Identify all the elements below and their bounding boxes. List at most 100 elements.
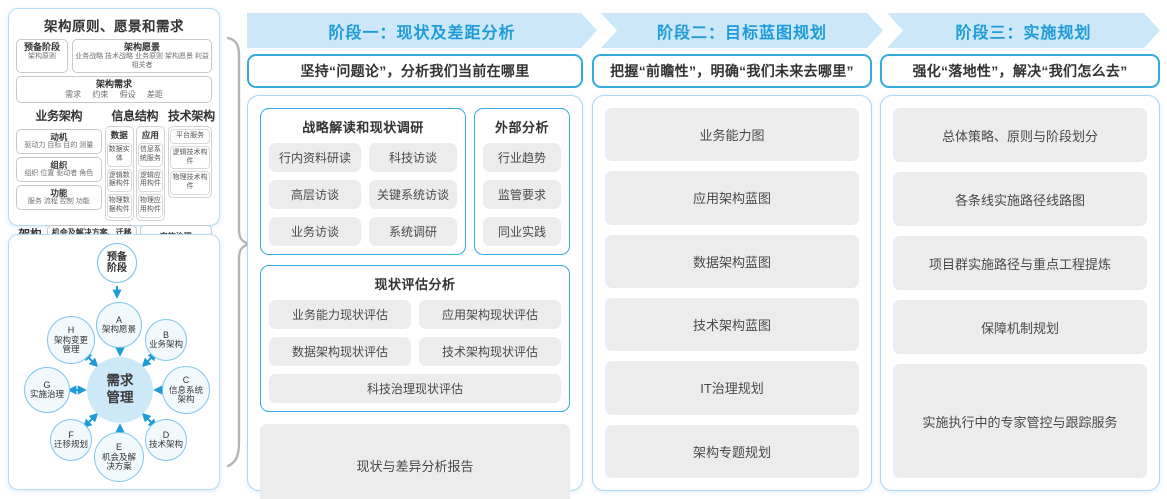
phase3-deliverable: 项目群实施路径与重点工程提炼 xyxy=(893,236,1147,291)
architecture-framework-panel: 架构原则、愿景和需求 预备阶段 架构原则 架构愿景 业务战略 技术战略 业务原则… xyxy=(8,8,220,260)
data-header: 数据 xyxy=(110,130,128,141)
prep-phase-sub: 架构原则 xyxy=(28,52,56,60)
application-header: 应用 xyxy=(141,130,159,141)
research-item: 科技访谈 xyxy=(369,143,457,172)
vision-sub: 业务战略 技术战略 业务原则 架构愿景 利益相关者 xyxy=(75,52,209,69)
requirements-box: 架构需求 需求 约束 假设 差距 xyxy=(16,76,212,104)
phase2-deliverable: 业务能力图 xyxy=(605,108,859,162)
cycle-center-label: 需求管理 xyxy=(106,373,134,405)
gap-analysis-report-box: 现状与差异分析报告 xyxy=(260,424,570,499)
assessment-item: 业务能力现状评估 xyxy=(269,300,411,329)
node-g-id: G xyxy=(43,380,51,391)
node-f-id: F xyxy=(68,430,74,441)
organization-sub: 组织 位置 驱动者 角色 xyxy=(24,170,94,178)
cycle-node-h: H 架构变更管理 xyxy=(47,316,95,364)
external-analysis-group: 外部分析 行业趋势 监管要求 同业实践 xyxy=(474,108,570,255)
phase1-header-label: 阶段一：现状及差距分析 xyxy=(328,24,516,42)
cycle-node-d: D 技术架构 xyxy=(145,419,187,461)
information-structure-column: 信息结构 数据 数据实体 逻辑数据构件 物理数据构件 应用 信息系统服务 逻辑应… xyxy=(104,107,165,221)
research-items-grid: 行内资料研读 科技访谈 高层访谈 关键系统访谈 业务访谈 系统调研 xyxy=(269,143,457,246)
application-subcolumn: 应用 信息系统服务 逻辑应用构件 物理应用构件 xyxy=(135,126,165,221)
research-item: 系统调研 xyxy=(369,217,457,246)
motivation-title: 动机 xyxy=(50,132,68,143)
data-item: 物理数据构件 xyxy=(106,194,132,218)
phase1-top-row: 战略解读和现状调研 行内资料研读 科技访谈 高层访谈 关键系统访谈 业务访谈 系… xyxy=(260,108,570,255)
phase1-subtitle-box: 坚持“问题论”，分析我们当前在哪里 xyxy=(247,54,583,88)
phase3-header-arrow: 阶段三：实施规划 xyxy=(887,13,1160,48)
assessment-group: 现状评估分析 业务能力现状评估 应用架构现状评估 数据架构现状评估 技术架构现状… xyxy=(260,265,570,412)
node-f-label: 迁移规划 xyxy=(53,439,88,450)
external-item: 同业实践 xyxy=(483,217,561,246)
cycle-node-c: C 信息系统架构 xyxy=(162,366,210,414)
phase3-deliverable: 实施执行中的专家管控与跟踪服务 xyxy=(893,364,1147,478)
requirements-sub: 需求 约束 假设 差距 xyxy=(65,90,163,100)
phase3-subtitle-box: 强化“落地性”，解决“我们怎么去” xyxy=(880,54,1160,88)
technology-item: 逻辑技术构件 xyxy=(170,145,210,170)
research-group: 战略解读和现状调研 行内资料研读 科技访谈 高层访谈 关键系统访谈 业务访谈 系… xyxy=(260,108,466,255)
node-h-label: 架构变更管理 xyxy=(53,334,88,355)
phase3-content-panel: 总体策略、原则与阶段划分 各条线实施路径线路图 项目群实施路径与重点工程提炼 保… xyxy=(880,95,1160,491)
node-g-label: 实施治理 xyxy=(29,389,64,400)
phase3-deliverable: 各条线实施路径线路图 xyxy=(893,172,1147,227)
node-e-id: E xyxy=(115,442,122,453)
cycle-prep-label: 预备阶段 xyxy=(107,251,127,274)
assessment-item: 技术架构现状评估 xyxy=(419,337,561,366)
data-item: 逻辑数据构件 xyxy=(106,168,132,193)
application-item: 逻辑应用构件 xyxy=(137,168,163,193)
assessment-item: 科技治理现状评估 xyxy=(269,374,561,403)
technology-architecture-header: 技术架构 xyxy=(168,109,215,124)
node-a-label: 架构愿景 xyxy=(101,324,136,335)
cycle-center-node: 需求管理 xyxy=(87,357,153,423)
technology-item: 物理技术构件 xyxy=(170,171,210,195)
assessment-item: 应用架构现状评估 xyxy=(419,300,561,329)
node-a-id: A xyxy=(115,315,122,326)
phase3-header-label: 阶段三：实施规划 xyxy=(955,24,1092,42)
organization-box: 组织 组织 位置 驱动者 角色 xyxy=(16,157,102,182)
data-subcolumn: 数据 数据实体 逻辑数据构件 物理数据构件 xyxy=(104,126,134,221)
external-item: 行业趋势 xyxy=(483,143,561,172)
framework-row-top: 预备阶段 架构原则 架构愿景 业务战略 技术战略 业务原则 架构愿景 利益相关者 xyxy=(16,39,212,74)
function-box: 功能 服务 流程 控制 功能 xyxy=(16,184,102,210)
phase2-content-panel: 业务能力图 应用架构蓝图 数据架构蓝图 技术架构蓝图 IT治理规划 架构专题规划 xyxy=(592,95,872,491)
vision-title: 架构愿景 xyxy=(123,42,160,52)
phase1-header-arrow: 阶段一：现状及差距分析 xyxy=(247,13,597,48)
phase3-deliverable: 保障机制规划 xyxy=(893,300,1147,355)
node-b-label: 业务架构 xyxy=(148,339,183,350)
organization-title: 组织 xyxy=(50,160,68,171)
assessment-item: 数据架构现状评估 xyxy=(269,337,411,366)
assessment-items-grid: 业务能力现状评估 应用架构现状评估 数据架构现状评估 技术架构现状评估 科技治理… xyxy=(269,300,561,403)
information-structure-header: 信息结构 xyxy=(111,109,159,124)
phase2-deliverable: 应用架构蓝图 xyxy=(605,171,859,225)
motivation-sub: 驱动力 目标 目的 测量 xyxy=(24,142,94,150)
motivation-box: 动机 驱动力 目标 目的 测量 xyxy=(16,129,102,155)
node-d-id: D xyxy=(162,430,170,441)
cycle-prep-phase-node: 预备阶段 xyxy=(97,243,137,283)
cycle-node-e: E 机会及解决方案 xyxy=(94,432,144,482)
assessment-group-title: 现状评估分析 xyxy=(374,277,456,292)
vision-box: 架构愿景 业务战略 技术战略 业务原则 架构愿景 利益相关者 xyxy=(72,39,212,74)
phase2-deliverable: 架构专题规划 xyxy=(605,424,859,478)
information-subcolumns: 数据 数据实体 逻辑数据构件 物理数据构件 应用 信息系统服务 逻辑应用构件 物… xyxy=(104,126,165,221)
research-item: 关键系统访谈 xyxy=(369,180,457,209)
technology-item: 平台服务 xyxy=(170,129,210,144)
business-architecture-header: 业务架构 xyxy=(35,109,83,124)
node-e-label: 机会及解决方案 xyxy=(101,451,136,472)
requirements-title: 架构需求 xyxy=(95,79,132,90)
external-item: 监管要求 xyxy=(483,180,561,209)
framework-columns: 业务架构 动机 驱动力 目标 目的 测量 组织 组织 位置 驱动者 角色 功能 … xyxy=(16,107,215,221)
phase3-deliverable: 总体策略、原则与阶段划分 xyxy=(893,108,1147,163)
cycle-node-b: B 业务架构 xyxy=(145,319,187,361)
external-analysis-title: 外部分析 xyxy=(494,120,549,135)
phase2-deliverable: IT治理规划 xyxy=(605,361,859,415)
cycle-node-f: F 迁移规划 xyxy=(50,419,92,461)
node-b-id: B xyxy=(162,330,169,341)
node-c-label: 信息系统架构 xyxy=(168,384,203,405)
technology-architecture-column: 技术架构 平台服务 逻辑技术构件 物理技术构件 xyxy=(168,107,215,198)
research-item: 业务访谈 xyxy=(269,217,361,246)
prep-phase-title: 预备阶段 xyxy=(23,42,60,52)
function-sub: 服务 流程 控制 功能 xyxy=(27,198,90,206)
research-item: 高层访谈 xyxy=(269,180,361,209)
research-group-title: 战略解读和现状调研 xyxy=(302,120,424,135)
node-h-id: H xyxy=(67,325,75,336)
technology-subcolumn: 平台服务 逻辑技术构件 物理技术构件 xyxy=(168,126,212,198)
